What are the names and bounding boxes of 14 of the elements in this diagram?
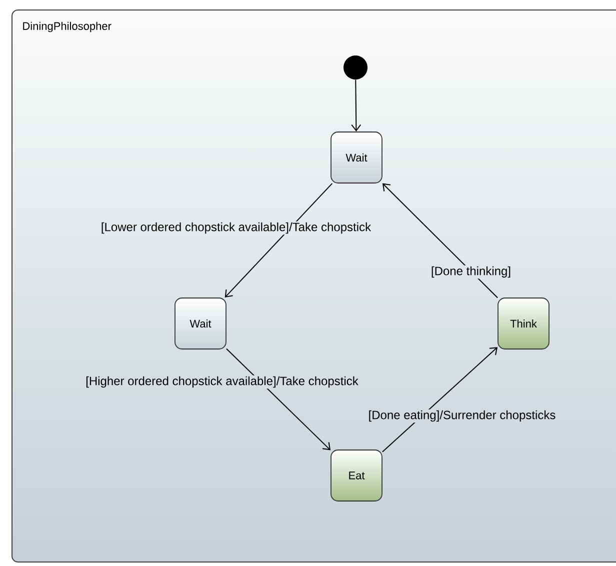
edge-label: [Done eating]/Surrender chopsticks [367,409,557,423]
transition-arrow [226,348,331,450]
transition-arrow [382,347,498,452]
state-box: Wait [174,298,226,350]
transition-arrow [351,79,362,132]
edge-label: [Lower ordered chopstick available]/Take chopstick [100,221,372,235]
edge-label: [Done thinking] [430,265,512,279]
state-box: Eat [330,450,382,502]
state-box: Think [498,298,550,350]
state-box: Wait [330,132,382,184]
transition-arrow [382,183,498,298]
transition-arrow [224,182,333,298]
edge-label: [Higher ordered chopstick available]/Take chopstick [84,375,360,389]
initial-state [344,56,368,80]
